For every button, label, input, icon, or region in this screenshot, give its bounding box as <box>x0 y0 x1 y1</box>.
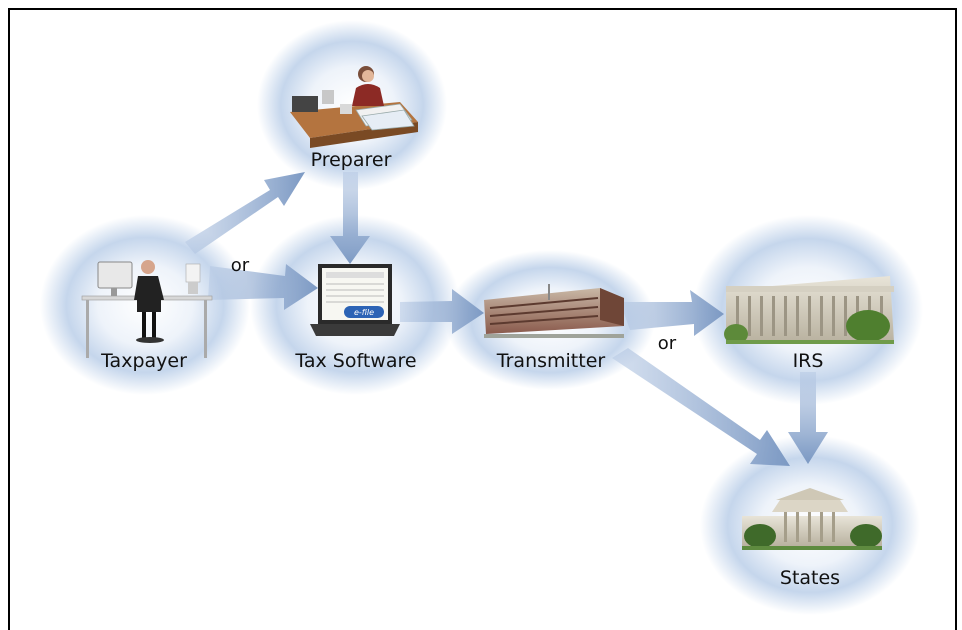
or-connector-right: or <box>658 333 677 354</box>
preparer-label: Preparer <box>311 149 392 171</box>
preparer-image <box>290 66 418 148</box>
tax-software-label: Tax Software <box>294 350 416 372</box>
taxpayer-image <box>81 260 213 358</box>
states-image <box>742 488 882 550</box>
states-label: States <box>780 567 840 589</box>
transmitter-label: Transmitter <box>496 350 606 372</box>
taxpayer-label: Taxpayer <box>100 350 187 372</box>
e-file-badge: e-file <box>344 306 384 318</box>
irs-image <box>724 276 894 344</box>
e-file-badge-label: e-file <box>354 308 374 317</box>
tax-software-image: e-file <box>310 264 400 336</box>
arrows <box>185 172 828 466</box>
arrow-transmitter-to-irs <box>620 290 724 336</box>
arrow-taxpayer-to-preparer <box>185 172 305 254</box>
arrow-software-to-transmitter <box>400 289 484 334</box>
arrow-taxpayer-to-software <box>208 264 318 310</box>
arrow-irs-to-states <box>788 372 828 464</box>
arrow-transmitter-to-states <box>612 348 790 466</box>
or-connector-left: or <box>231 255 250 276</box>
transmitter-image <box>484 284 624 338</box>
irs-label: IRS <box>793 350 824 372</box>
arrow-preparer-to-software <box>330 172 370 264</box>
